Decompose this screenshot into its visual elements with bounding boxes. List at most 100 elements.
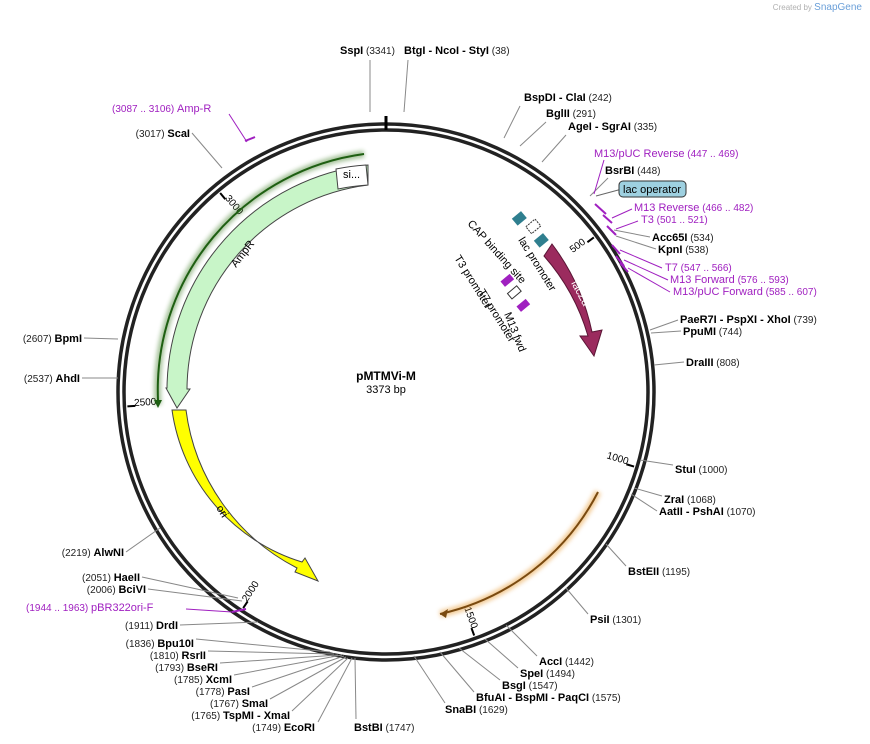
primer-amp-r[interactable]: (3087 .. 3106) Amp-R xyxy=(112,103,211,115)
lac-operator-bubble[interactable] xyxy=(618,180,687,198)
restriction-site-zrai[interactable]: ZraI (1068) xyxy=(664,494,716,506)
restriction-site-bstbi[interactable]: BstBI (1747) xyxy=(354,722,414,734)
primer-pbr322ori-f[interactable]: (1944 .. 1963) pBR322ori-F xyxy=(26,602,154,614)
primer-t7[interactable]: T7 (547 .. 566) xyxy=(665,262,732,274)
small-features[interactable]: CAP binding site lac promoter T3 promote… xyxy=(451,211,558,354)
restriction-site-tspmi[interactable]: (1765) TspMI - XmaI xyxy=(191,710,290,722)
site-name: BsrBI xyxy=(605,165,634,177)
restriction-site-bsteii[interactable]: BstEII (1195) xyxy=(628,566,690,578)
restriction-site-alwni[interactable]: (2219) AlwNI xyxy=(62,547,124,559)
site-name: NcoI xyxy=(435,45,459,57)
site-leader xyxy=(484,638,519,669)
restriction-site-bseri[interactable]: (1793) BseRI xyxy=(155,662,218,674)
site-name: StuI xyxy=(675,464,696,476)
tick-mark xyxy=(242,600,249,609)
site-leader xyxy=(519,121,547,147)
restriction-site-haeii[interactable]: (2051) HaeII xyxy=(82,572,140,584)
site-position: (1070) xyxy=(724,507,756,518)
restriction-site-acci[interactable]: AccI (1442) xyxy=(539,656,594,668)
ampr-arrow[interactable] xyxy=(165,164,369,409)
restriction-site-bsgi[interactable]: BsgI (1547) xyxy=(502,680,558,692)
restriction-site-btgi[interactable]: BtgI - NcoI - StyI (38) xyxy=(404,45,510,57)
site-name: SmaI xyxy=(242,698,268,710)
restriction-site-agei[interactable]: AgeI - SgrAI (335) xyxy=(568,121,657,133)
site-name: PasI xyxy=(227,686,250,698)
site-position: (2219) xyxy=(62,548,94,559)
m13-fwd-box[interactable] xyxy=(506,285,522,300)
restriction-site-aatii[interactable]: AatII - PshAI (1070) xyxy=(659,506,756,518)
site-name: Acc65I xyxy=(652,232,687,244)
restriction-site-bpu10i[interactable]: (1836) Bpu10I xyxy=(126,638,194,650)
restriction-site-spei[interactable]: SpeI (1494) xyxy=(520,668,575,680)
t3-promoter-box[interactable] xyxy=(500,273,515,287)
restriction-site-pasi[interactable]: (1778) PasI xyxy=(196,686,250,698)
site-position: (534) xyxy=(687,233,713,244)
feature-lacz[interactable]: lacZα xyxy=(543,243,603,358)
site-name: BstEII xyxy=(628,566,659,578)
lac-promoter-box[interactable] xyxy=(525,218,542,235)
site-leader xyxy=(207,650,335,655)
primer-t3[interactable]: T3 (501 .. 521) xyxy=(641,214,708,226)
site-leader xyxy=(141,576,239,599)
site-name: BspDI xyxy=(524,92,556,104)
restriction-site-xcmi[interactable]: (1785) XcmI xyxy=(174,674,232,686)
restriction-site-bsrbi[interactable]: BsrBI (448) xyxy=(605,165,660,177)
primer-m13-reverse[interactable]: M13 Reverse (466 .. 482) xyxy=(634,202,753,214)
cap-binding-site-box[interactable] xyxy=(511,211,527,226)
m13-forward-mark xyxy=(615,255,625,267)
restriction-site-psii[interactable]: PsiI (1301) xyxy=(590,614,641,626)
restriction-site-scai[interactable]: (3017) ScaI xyxy=(136,128,190,140)
site-leader xyxy=(650,330,682,334)
restriction-site-snabi[interactable]: SnaBI (1629) xyxy=(445,704,508,716)
restriction-site-bfuai[interactable]: BfuAI - BspMI - PaqCI (1575) xyxy=(476,692,621,704)
signal-feature[interactable] xyxy=(335,164,369,190)
restriction-site-ecori[interactable]: (1749) EcoRI xyxy=(252,722,315,734)
feature-highlight-orange[interactable] xyxy=(439,490,602,618)
site-labels: SspI (3341) BtgI - NcoI - StyI (38) BspDI … xyxy=(23,45,817,734)
restriction-site-drdi[interactable]: (1911) DrdI xyxy=(125,620,178,632)
m13-puc-reverse-mark xyxy=(594,203,607,215)
restriction-site-kpni[interactable]: KpnI (538) xyxy=(658,244,709,256)
restriction-site-bcivi[interactable]: (2006) BciVI xyxy=(87,584,146,596)
restriction-site-acc65i[interactable]: Acc65I (534) xyxy=(652,232,714,244)
restriction-site-rsrii[interactable]: (1810) RsrII xyxy=(150,650,206,662)
restriction-site-sspi[interactable]: SspI (3341) xyxy=(340,45,395,57)
feature-ori[interactable]: ori xyxy=(171,409,320,582)
restriction-site-ahdi[interactable]: (2537) AhdI xyxy=(24,373,80,385)
site-position: (1767) xyxy=(210,699,242,710)
lacz-arrow[interactable] xyxy=(543,243,603,358)
restriction-site-smai[interactable]: (1767) SmaI xyxy=(210,698,268,710)
restriction-site-draiii[interactable]: DraIII (808) xyxy=(686,357,740,369)
site-position: (1575) xyxy=(589,693,621,704)
restriction-site-stui[interactable]: StuI (1000) xyxy=(675,464,727,476)
restriction-site-bspdi[interactable]: BspDI - ClaI (242) xyxy=(524,92,612,104)
primer-m13-puc-reverse[interactable]: M13/pUC Reverse (447 .. 469) xyxy=(594,148,738,160)
site-position: (1793) xyxy=(155,663,187,674)
tick-label: 2000 xyxy=(240,579,262,604)
primer-m13-forward[interactable]: M13 Forward (576 .. 593) xyxy=(670,274,789,286)
restriction-site-bglii[interactable]: BglII (291) xyxy=(546,108,596,120)
orange-highlight-tip xyxy=(440,609,448,618)
lac-operator-box[interactable] xyxy=(533,233,549,248)
tick-label: 2500 xyxy=(134,397,157,409)
lac-operator-callout[interactable]: lac operator xyxy=(595,180,687,198)
ori-arrow[interactable] xyxy=(171,409,320,582)
snapgene-logo: SnapGene xyxy=(814,2,862,13)
site-name: AatII xyxy=(659,506,683,518)
site-name: BseRI xyxy=(187,662,218,674)
t7-promoter-box[interactable] xyxy=(516,298,531,312)
restriction-site-paer7i[interactable]: PaeR7I - PspXI - XhoI (739) xyxy=(680,314,817,326)
site-leader xyxy=(439,651,475,693)
primer-m13-puc-forward[interactable]: M13/pUC Forward (585 .. 607) xyxy=(673,286,817,298)
site-leaders xyxy=(82,59,685,723)
site-leader xyxy=(269,656,347,700)
site-name: BsgI xyxy=(502,680,526,692)
restriction-site-bpmi[interactable]: (2607) BpmI xyxy=(23,333,82,345)
site-leader xyxy=(317,657,353,723)
site-name: BspMI xyxy=(515,692,548,704)
site-name: PsiI xyxy=(590,614,610,626)
feature-ampr[interactable]: AmpR si... xyxy=(154,150,369,409)
site-leader xyxy=(147,588,243,602)
restriction-site-ppumi[interactable]: PpuMI (744) xyxy=(683,326,742,338)
